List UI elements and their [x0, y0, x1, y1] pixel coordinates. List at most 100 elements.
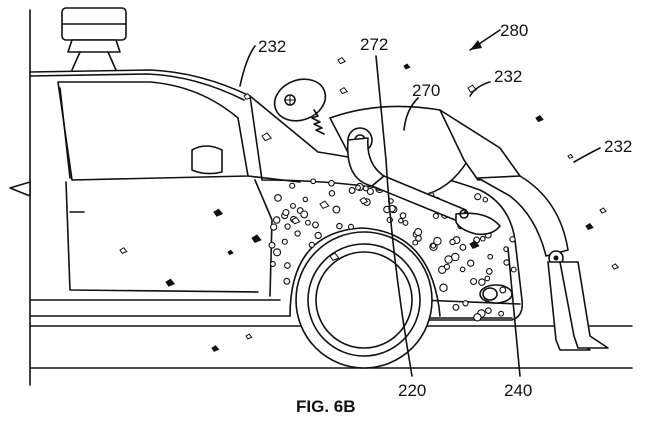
- adhesive-dot: [473, 313, 482, 322]
- adhesive-dot: [336, 222, 343, 230]
- debris-fleck: [227, 249, 234, 256]
- adhesive-dot: [459, 266, 466, 273]
- adhesive-dot: [347, 223, 355, 230]
- debris-fleck: [261, 132, 272, 142]
- adhesive-dot: [328, 179, 335, 187]
- debris-fleck: [251, 234, 262, 244]
- adhesive-dot: [332, 205, 341, 214]
- adhesive-dot: [482, 196, 489, 203]
- debris-fleck: [611, 263, 620, 270]
- adhesive-dot: [412, 239, 419, 246]
- debris-fleck: [211, 345, 220, 352]
- debris-fleck: [245, 333, 253, 340]
- debris-fleck: [337, 56, 346, 65]
- adhesive-dot: [432, 212, 439, 219]
- adhesive-dot: [467, 259, 475, 267]
- adhesive-dot: [414, 228, 423, 237]
- ref-280-label: 280: [500, 21, 528, 40]
- adhesive-dot: [439, 283, 448, 293]
- adhesive-dot: [510, 266, 517, 273]
- adhesive-dot: [362, 185, 369, 192]
- adhesive-dot: [485, 307, 492, 314]
- adhesive-dot: [415, 235, 422, 242]
- debris-fleck: [243, 93, 252, 101]
- adhesive-dot: [430, 242, 437, 249]
- vehicle: [9, 7, 524, 321]
- adhesive-dot: [314, 231, 322, 240]
- ref-232-label-left: 232: [258, 37, 286, 56]
- adhesive-dot: [443, 263, 451, 270]
- adhesive-dot: [459, 243, 467, 251]
- debris-fleck: [359, 196, 369, 205]
- ref-240-label: 240: [504, 381, 532, 400]
- debris-fleck: [319, 200, 330, 210]
- debris-fleck: [599, 207, 607, 214]
- debris-fleck: [567, 153, 574, 160]
- adhesive-dot: [462, 300, 469, 307]
- adhesive-dot: [509, 236, 516, 243]
- adhesive-dot: [484, 275, 491, 282]
- adhesive-dot: [485, 268, 493, 275]
- debris-fleck: [469, 240, 480, 250]
- adhesive-dot: [290, 202, 296, 209]
- debris-fleck: [329, 252, 340, 261]
- adhesive-dot: [398, 217, 404, 224]
- adhesive-dot: [499, 286, 507, 294]
- adhesive-dot: [312, 221, 319, 229]
- ref-272-label: 272: [360, 35, 388, 54]
- adhesive-dot: [451, 252, 460, 262]
- adhesive-dot: [272, 216, 281, 224]
- adhesive-dot: [282, 208, 290, 217]
- adhesive-dot: [452, 303, 460, 311]
- debris-fleck: [403, 63, 411, 70]
- adhesive-dot: [478, 278, 486, 286]
- debris-fleck: [119, 247, 128, 254]
- leader-lines: [239, 29, 601, 377]
- adhesive-dot: [281, 238, 288, 245]
- adhesive-dot: [273, 248, 282, 257]
- adhesive-dot: [355, 184, 361, 191]
- front-wheel: [289, 227, 441, 369]
- adhesive-layer-dots: [268, 178, 517, 322]
- debris-fleck: [585, 223, 594, 231]
- adhesive-dot: [284, 223, 291, 230]
- adhesive-dot: [310, 178, 317, 185]
- adhesive-dot: [399, 212, 407, 219]
- ref-232-label-right: 232: [494, 67, 522, 86]
- adhesive-dot: [479, 235, 486, 242]
- adhesive-dot: [348, 187, 356, 194]
- debris-fleck: [467, 84, 478, 93]
- adhesive-dot: [269, 261, 276, 267]
- ref-220-label: 220: [398, 381, 426, 400]
- ref-270-label: 270: [412, 81, 440, 100]
- adhesive-dot: [402, 219, 409, 226]
- adhesive-dot: [294, 230, 301, 237]
- adhesive-dot: [474, 193, 482, 201]
- adhesive-dot: [270, 223, 278, 231]
- debris-fleck: [535, 115, 544, 123]
- adhesive-dot: [433, 236, 442, 246]
- adhesive-dot: [268, 241, 276, 249]
- adhesive-dot: [289, 182, 296, 189]
- pedestrian-dummy: [273, 78, 609, 351]
- debris-particles: [119, 56, 620, 352]
- reference-labels: 280 272 270 232 232 232 220 240: [258, 21, 632, 400]
- adhesive-dot: [274, 194, 282, 202]
- adhesive-dot: [302, 196, 309, 203]
- roof-sensor: [61, 7, 127, 71]
- adhesive-dot: [498, 310, 505, 317]
- adhesive-dot: [308, 241, 315, 248]
- debris-fleck: [339, 86, 348, 95]
- adhesive-dot: [487, 253, 494, 260]
- adhesive-dot: [304, 219, 311, 226]
- debris-fleck: [291, 216, 301, 225]
- adhesive-dot: [284, 262, 291, 269]
- ref-232-label-far: 232: [604, 137, 632, 156]
- debris-fleck: [165, 278, 176, 287]
- adhesive-dot: [366, 187, 374, 196]
- adhesive-dot: [300, 210, 309, 219]
- adhesive-dot: [449, 238, 456, 246]
- adhesive-dot: [283, 277, 291, 285]
- adhesive-dot: [328, 190, 336, 197]
